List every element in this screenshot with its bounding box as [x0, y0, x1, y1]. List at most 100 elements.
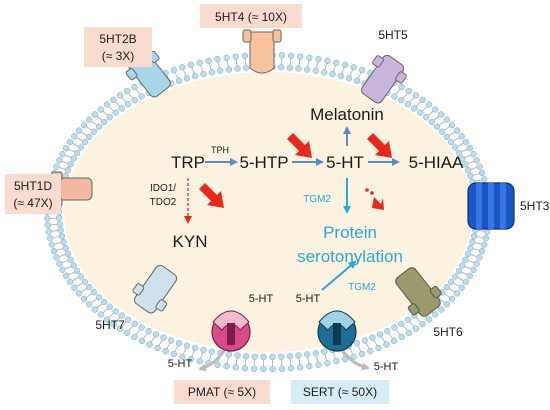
lipid-head — [398, 333, 405, 341]
lipid-head — [200, 346, 207, 354]
lipid-head — [208, 69, 215, 76]
lipid-head — [191, 344, 199, 352]
lipid-head — [77, 144, 84, 151]
lipid-head — [90, 289, 98, 296]
lipid-head — [131, 333, 138, 341]
lipid-head — [295, 352, 302, 359]
lipid-head — [353, 77, 361, 84]
lipid-head — [482, 235, 490, 242]
lipid-head — [481, 241, 488, 248]
lipid-head — [469, 238, 476, 246]
lipid-head — [411, 105, 418, 112]
label-ido1: IDO1/ — [150, 183, 176, 194]
label-pmat: PMAT (≈ 5X) — [188, 385, 256, 399]
label-sert-outside-5ht: 5-HT — [374, 361, 399, 373]
lipid-head — [405, 329, 413, 337]
lipid-head — [170, 66, 178, 74]
lipid-head — [232, 364, 239, 371]
label-5ht7: 5HT7 — [95, 318, 125, 332]
red-arrow-kyn — [199, 183, 224, 208]
lipid-head — [59, 266, 66, 273]
label-melatonin: Melatonin — [310, 105, 384, 124]
lipid-head — [321, 348, 328, 355]
lipid-head — [116, 92, 124, 99]
lipid-head — [350, 353, 357, 360]
lipid-head — [234, 65, 241, 72]
lipid-head — [183, 342, 191, 349]
lipid-head — [286, 64, 293, 71]
lipid-head — [125, 316, 132, 323]
lipid-head — [62, 144, 70, 152]
lipid-head — [277, 64, 285, 71]
lipid-head — [101, 298, 108, 306]
lipid-head — [467, 172, 474, 180]
lipid-head — [462, 139, 470, 146]
lipid-head — [118, 105, 125, 112]
lipid-head — [306, 363, 313, 370]
lipid-head — [417, 109, 424, 116]
lipid-head — [77, 273, 84, 280]
lipid-head — [458, 133, 465, 140]
lipid-head — [91, 306, 98, 313]
lipid-head — [225, 66, 232, 73]
lipid-head — [103, 101, 111, 108]
label-protein: Protein — [323, 223, 377, 242]
lipid-head — [478, 247, 486, 255]
label-5-htp: 5-HTP — [239, 153, 288, 172]
label-sert: SERT (≈ 50X) — [303, 385, 377, 399]
lipid-head — [398, 83, 405, 91]
lipid-head — [67, 161, 74, 168]
label-5ht3: 5HT3 — [520, 199, 550, 213]
lipid-head — [95, 294, 103, 301]
lipid-head — [243, 353, 250, 360]
lipid-head — [250, 365, 258, 372]
lipid-head — [223, 363, 230, 370]
lipid-head — [48, 241, 55, 248]
lipid-head — [112, 109, 119, 116]
lipid-head — [64, 166, 72, 174]
lipid-head — [200, 70, 207, 78]
lipid-head — [443, 283, 450, 291]
lipid-head — [447, 278, 455, 286]
lipid-head — [278, 365, 286, 372]
lipid-head — [56, 214, 63, 222]
lipid-head — [287, 52, 295, 60]
label-5-ht: 5-HT — [326, 153, 364, 172]
lipid-head — [470, 151, 477, 158]
label-tph: TPH — [211, 145, 229, 155]
lipid-head — [423, 114, 430, 121]
lipid-head — [260, 353, 267, 361]
lipid-head — [66, 139, 74, 146]
lipid-head — [179, 64, 186, 71]
lipid-head — [71, 133, 78, 140]
lipid-head — [251, 353, 259, 360]
lipid-head — [208, 348, 215, 355]
lipid-head — [425, 316, 433, 323]
lipid-head — [428, 118, 435, 126]
lipid-head — [225, 351, 232, 358]
lipid-head — [123, 87, 131, 95]
lipid-head — [125, 101, 132, 108]
lipid-head — [175, 77, 183, 84]
lipid-head — [286, 353, 293, 360]
label-5ht6: 5HT6 — [433, 325, 463, 339]
lipid-head — [106, 114, 113, 121]
lipid-head — [405, 87, 413, 95]
lipid-head — [315, 361, 322, 369]
lipid-head — [476, 254, 483, 261]
lipid-head — [138, 324, 145, 331]
lipid-head — [75, 127, 83, 134]
red-dot-2 — [370, 191, 374, 195]
red-arrow-tgm2 — [372, 197, 384, 210]
lipid-head — [196, 358, 203, 365]
lipid-head — [278, 52, 286, 59]
label-5ht4: 5HT4 (≈ 10X) — [215, 10, 287, 24]
lipid-head — [162, 347, 169, 355]
label-pmat-inside-5ht: 5-HT — [249, 293, 274, 305]
lipid-head — [391, 324, 398, 331]
lipid-head — [484, 228, 491, 235]
lipid-head — [71, 284, 78, 291]
lipid-head — [432, 311, 439, 318]
lipid-head — [45, 228, 52, 235]
lipid-head — [146, 341, 153, 348]
